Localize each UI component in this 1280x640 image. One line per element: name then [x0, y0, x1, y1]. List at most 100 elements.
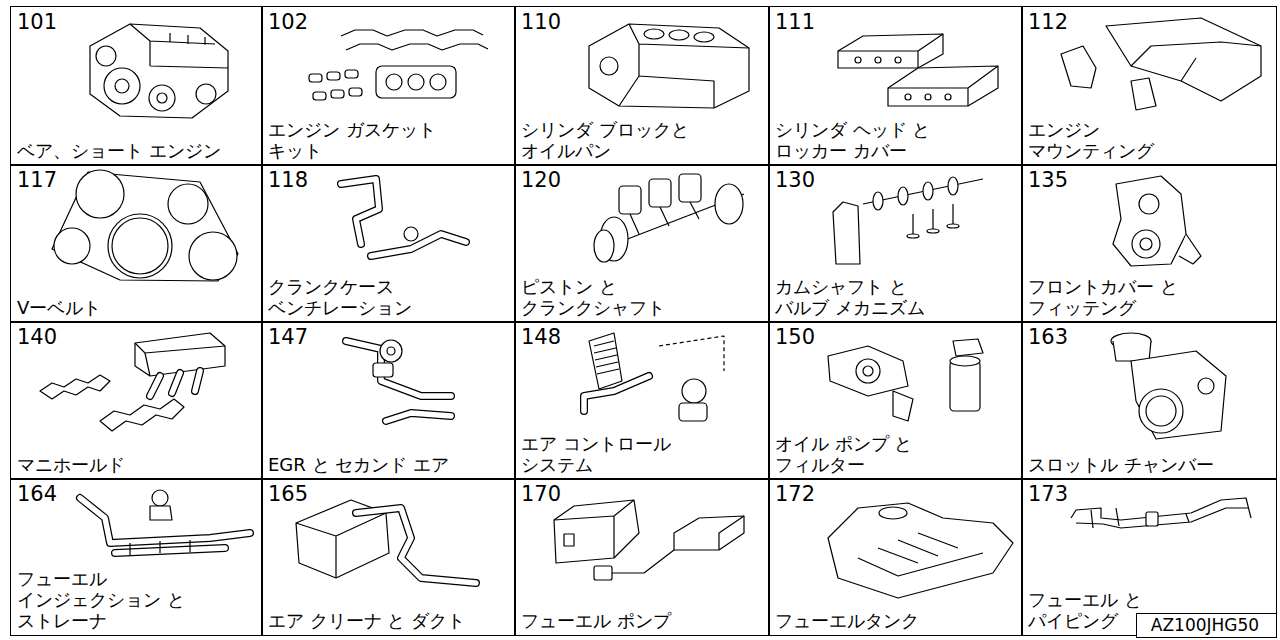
drawing-stroke [619, 186, 641, 214]
drawing-stroke [895, 57, 901, 63]
group-number: 135 [1028, 170, 1068, 191]
drawing-stroke [619, 24, 749, 108]
drawing-stroke [313, 92, 326, 100]
group-number: 140 [17, 327, 57, 348]
ventilation-hose-drawing [341, 179, 466, 256]
drawing-stroke [828, 503, 1013, 598]
drawing-stroke [157, 93, 167, 103]
drawing-stroke [1140, 238, 1152, 250]
drawing-stroke [674, 516, 744, 550]
parts-group-cell: 120ピストン と クランクシャフト [514, 164, 770, 323]
drawing-stroke [371, 234, 466, 256]
gasket-kit-drawing [309, 30, 488, 100]
engine-drawing [90, 24, 228, 118]
group-number: 130 [775, 170, 815, 191]
drawing-stroke [1131, 351, 1226, 439]
drawing-stroke [349, 88, 362, 96]
drawing-stroke [925, 94, 931, 100]
drawing-stroke [149, 85, 175, 111]
drawing-stroke [888, 66, 998, 106]
drawing-stroke [1106, 18, 1261, 101]
group-number: 172 [775, 484, 815, 505]
drawing-stroke [404, 227, 418, 241]
group-number: 170 [521, 484, 561, 505]
drawing-code: AZ100JHG50 [1146, 614, 1264, 637]
drawing-stroke [554, 500, 634, 558]
drawing-stroke [1113, 341, 1151, 361]
drawing-stroke [828, 346, 908, 396]
drawing-stroke [130, 24, 228, 68]
group-name: フューエルタンク [775, 611, 919, 632]
drawing-stroke [341, 179, 379, 244]
group-name: シリンダ ブロックと オイルパン [521, 120, 721, 161]
drawing-stroke [858, 533, 983, 576]
drawing-stroke [669, 30, 689, 40]
parts-group-cell: 150 オイル ポンプ と フィルター [768, 321, 1023, 480]
drawing-stroke [873, 192, 883, 210]
drawing-stroke [386, 413, 451, 421]
drawing-stroke [564, 534, 574, 546]
drawing-stroke [341, 179, 379, 244]
drawing-stroke [948, 177, 958, 195]
drawing-stroke [1146, 396, 1176, 426]
drawing-stroke [715, 184, 743, 224]
group-name: エンジン ガスケット キット [268, 120, 458, 161]
drawing-stroke [630, 202, 699, 234]
group-number: 164 [17, 484, 57, 505]
group-number: 101 [17, 12, 57, 33]
group-name: Vーベルト [17, 298, 101, 319]
drawing-stroke [907, 234, 919, 238]
drawing-stroke [115, 548, 225, 553]
drawing-stroke [875, 57, 881, 63]
drawing-stroke [327, 72, 340, 80]
drawing-stroke [856, 359, 880, 383]
drawing-stroke [644, 29, 664, 39]
drawing-stroke [682, 379, 706, 403]
group-name: カムシャフト と バルブ メカニズム [775, 277, 945, 318]
engine-mount-drawing [1061, 18, 1261, 110]
drawing-stroke [1131, 78, 1156, 110]
drawing-stroke [345, 70, 358, 78]
drawing-stroke [104, 68, 140, 104]
parts-group-cell: 130 カムシャフト と バルブ メカニズム [768, 164, 1023, 323]
drawing-stroke [833, 202, 860, 264]
parts-group-cell: 117Vーベルト [10, 164, 263, 323]
drawing-stroke [152, 490, 168, 506]
group-name: シリンダ ヘッド と ロッカー カバー [775, 120, 955, 161]
oil-pump-drawing [828, 339, 983, 421]
v-belt-drawing [52, 170, 238, 281]
group-name: スロットル チャンバー [1028, 455, 1214, 476]
drawing-stroke [893, 391, 913, 421]
drawing-stroke [90, 24, 228, 118]
drawing-stroke [913, 204, 953, 234]
drawing-stroke [879, 507, 907, 519]
drawing-stroke [594, 230, 614, 262]
group-name: ピストン と クランクシャフト [521, 277, 701, 318]
drawing-stroke [189, 232, 237, 280]
drawing-stroke [1179, 234, 1201, 264]
drawing-stroke [96, 46, 116, 66]
drawing-stroke [331, 90, 344, 98]
drawing-code-box: AZ100JHG50 [1136, 613, 1277, 638]
drawing-stroke [1139, 389, 1183, 433]
drawing-stroke [296, 513, 386, 578]
drawing-stroke [130, 540, 190, 555]
parts-group-cell: 163スロットル チャンバー [1021, 321, 1277, 480]
drawing-stroke [115, 79, 129, 93]
drawing-stroke [1131, 42, 1261, 81]
group-name: オイル ポンプ と フィルター [775, 434, 945, 475]
egr-drawing [346, 340, 451, 421]
group-name: エア クリーナ と ダクト [268, 611, 465, 632]
drawing-stroke [196, 84, 216, 104]
drawing-stroke [1146, 512, 1158, 526]
group-name: エア コントロール システム [521, 434, 691, 475]
drawing-stroke [76, 170, 124, 218]
drawing-stroke [589, 333, 622, 389]
drawing-stroke [1113, 176, 1186, 266]
group-number: 150 [775, 327, 815, 348]
drawing-stroke [947, 224, 959, 228]
group-name: フューエル インジェクション と ストレーナ [17, 569, 217, 631]
drawing-stroke [600, 57, 618, 75]
drawing-stroke [150, 371, 200, 396]
